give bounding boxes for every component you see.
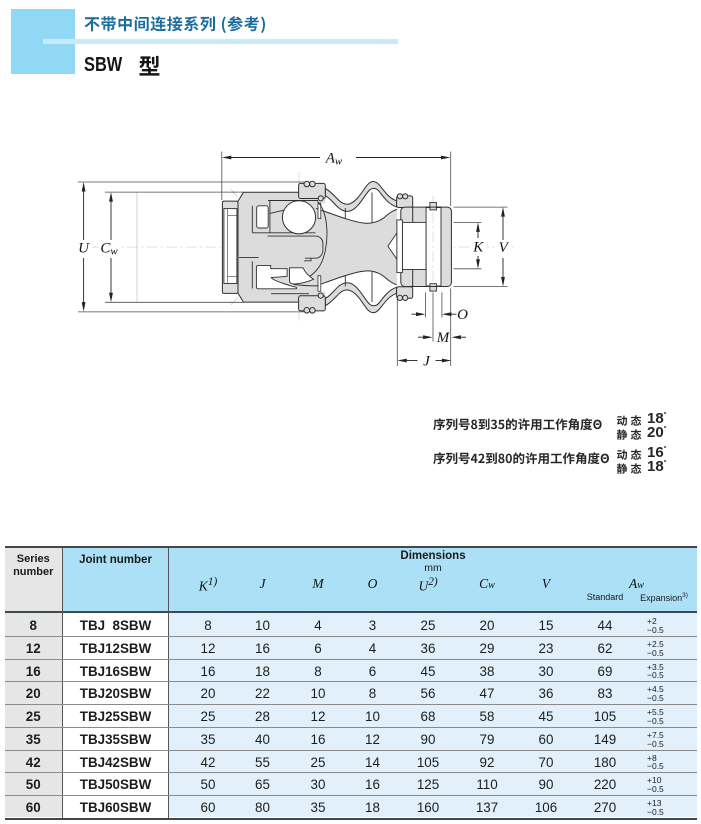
svg-text:U: U bbox=[78, 241, 90, 257]
svg-text:O: O bbox=[457, 307, 468, 323]
svg-text:M: M bbox=[436, 330, 451, 346]
svg-text:Cw: Cw bbox=[100, 241, 118, 258]
svg-text:K: K bbox=[472, 240, 484, 256]
svg-text:V: V bbox=[499, 240, 510, 256]
svg-text:J: J bbox=[423, 354, 431, 370]
svg-text:Aw: Aw bbox=[325, 151, 343, 168]
